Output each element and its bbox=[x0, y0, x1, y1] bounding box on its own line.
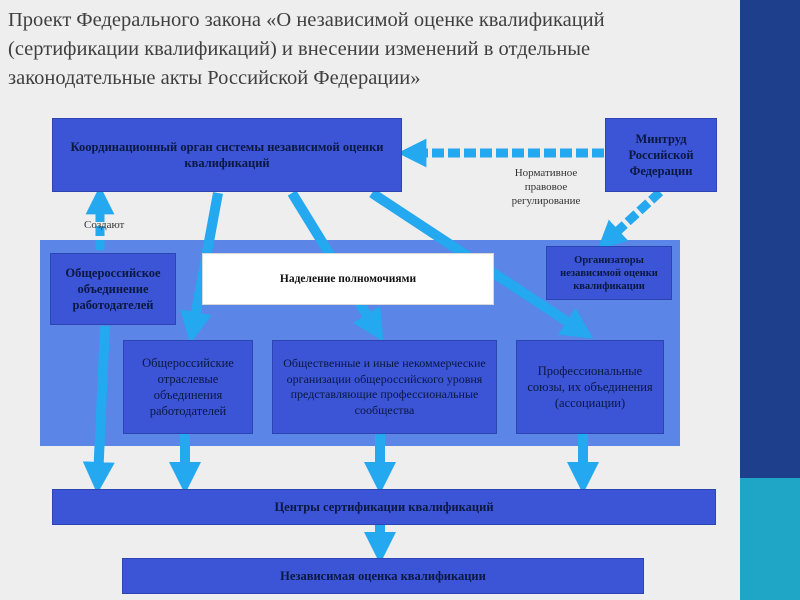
organizers-label: Организаторы независимой оценки квалифик… bbox=[560, 254, 658, 292]
mintrud-label: Минтруд Российской Федерации bbox=[628, 132, 694, 178]
independent-assessment-label: Независимая оценка квалификации bbox=[280, 569, 486, 583]
empowerment-label: Наделение полномочиями bbox=[279, 273, 417, 285]
title-line-1: Проект Федерального закона «О независимо… bbox=[8, 9, 605, 31]
arrow-employers-to-cert-centers bbox=[82, 325, 115, 494]
employers-union-box: Общероссийское объединение работодателей bbox=[50, 253, 176, 325]
public-orgs-label: Общественные и иные некоммерческие орган… bbox=[283, 356, 486, 417]
title-line-3: законодательные акты Российской Федераци… bbox=[8, 67, 421, 89]
organizers-box: Организаторы независимой оценки квалифик… bbox=[546, 246, 672, 300]
employers-union-label: Общероссийское объединение работодателей bbox=[65, 266, 161, 312]
cert-centers-label: Центры сертификации квалификаций bbox=[274, 500, 494, 514]
sector-employers-box: Общероссийские отраслевые объединения ра… bbox=[123, 340, 253, 434]
normative-regulation-label: Нормативное правовое регулирование bbox=[511, 167, 581, 207]
create-label: Создают bbox=[84, 219, 125, 231]
coordination-body-box: Координационный орган системы независимо… bbox=[52, 118, 402, 192]
coordination-body-label: Координационный орган системы независимо… bbox=[70, 140, 384, 170]
trade-unions-box: Профессиональные союзы, их объединения (… bbox=[516, 340, 664, 434]
arrow-mintrud-to-organizers bbox=[597, 188, 664, 250]
trade-unions-label: Профессиональные союзы, их объединения (… bbox=[527, 364, 653, 410]
title-line-2: (сертификации квалификаций) и внесении и… bbox=[8, 38, 591, 60]
cert-centers-box: Центры сертификации квалификаций bbox=[52, 489, 716, 525]
empowerment-box: Наделение полномочиями bbox=[202, 253, 494, 305]
mintrud-box: Минтруд Российской Федерации bbox=[605, 118, 717, 192]
sector-employers-label: Общероссийские отраслевые объединения ра… bbox=[142, 356, 234, 418]
slide-title: Проект Федерального закона «О независимо… bbox=[8, 6, 733, 93]
independent-assessment-box: Независимая оценка квалификации bbox=[122, 558, 644, 594]
public-orgs-box: Общественные и иные некоммерческие орган… bbox=[272, 340, 497, 434]
decorative-accent-block bbox=[740, 478, 800, 600]
